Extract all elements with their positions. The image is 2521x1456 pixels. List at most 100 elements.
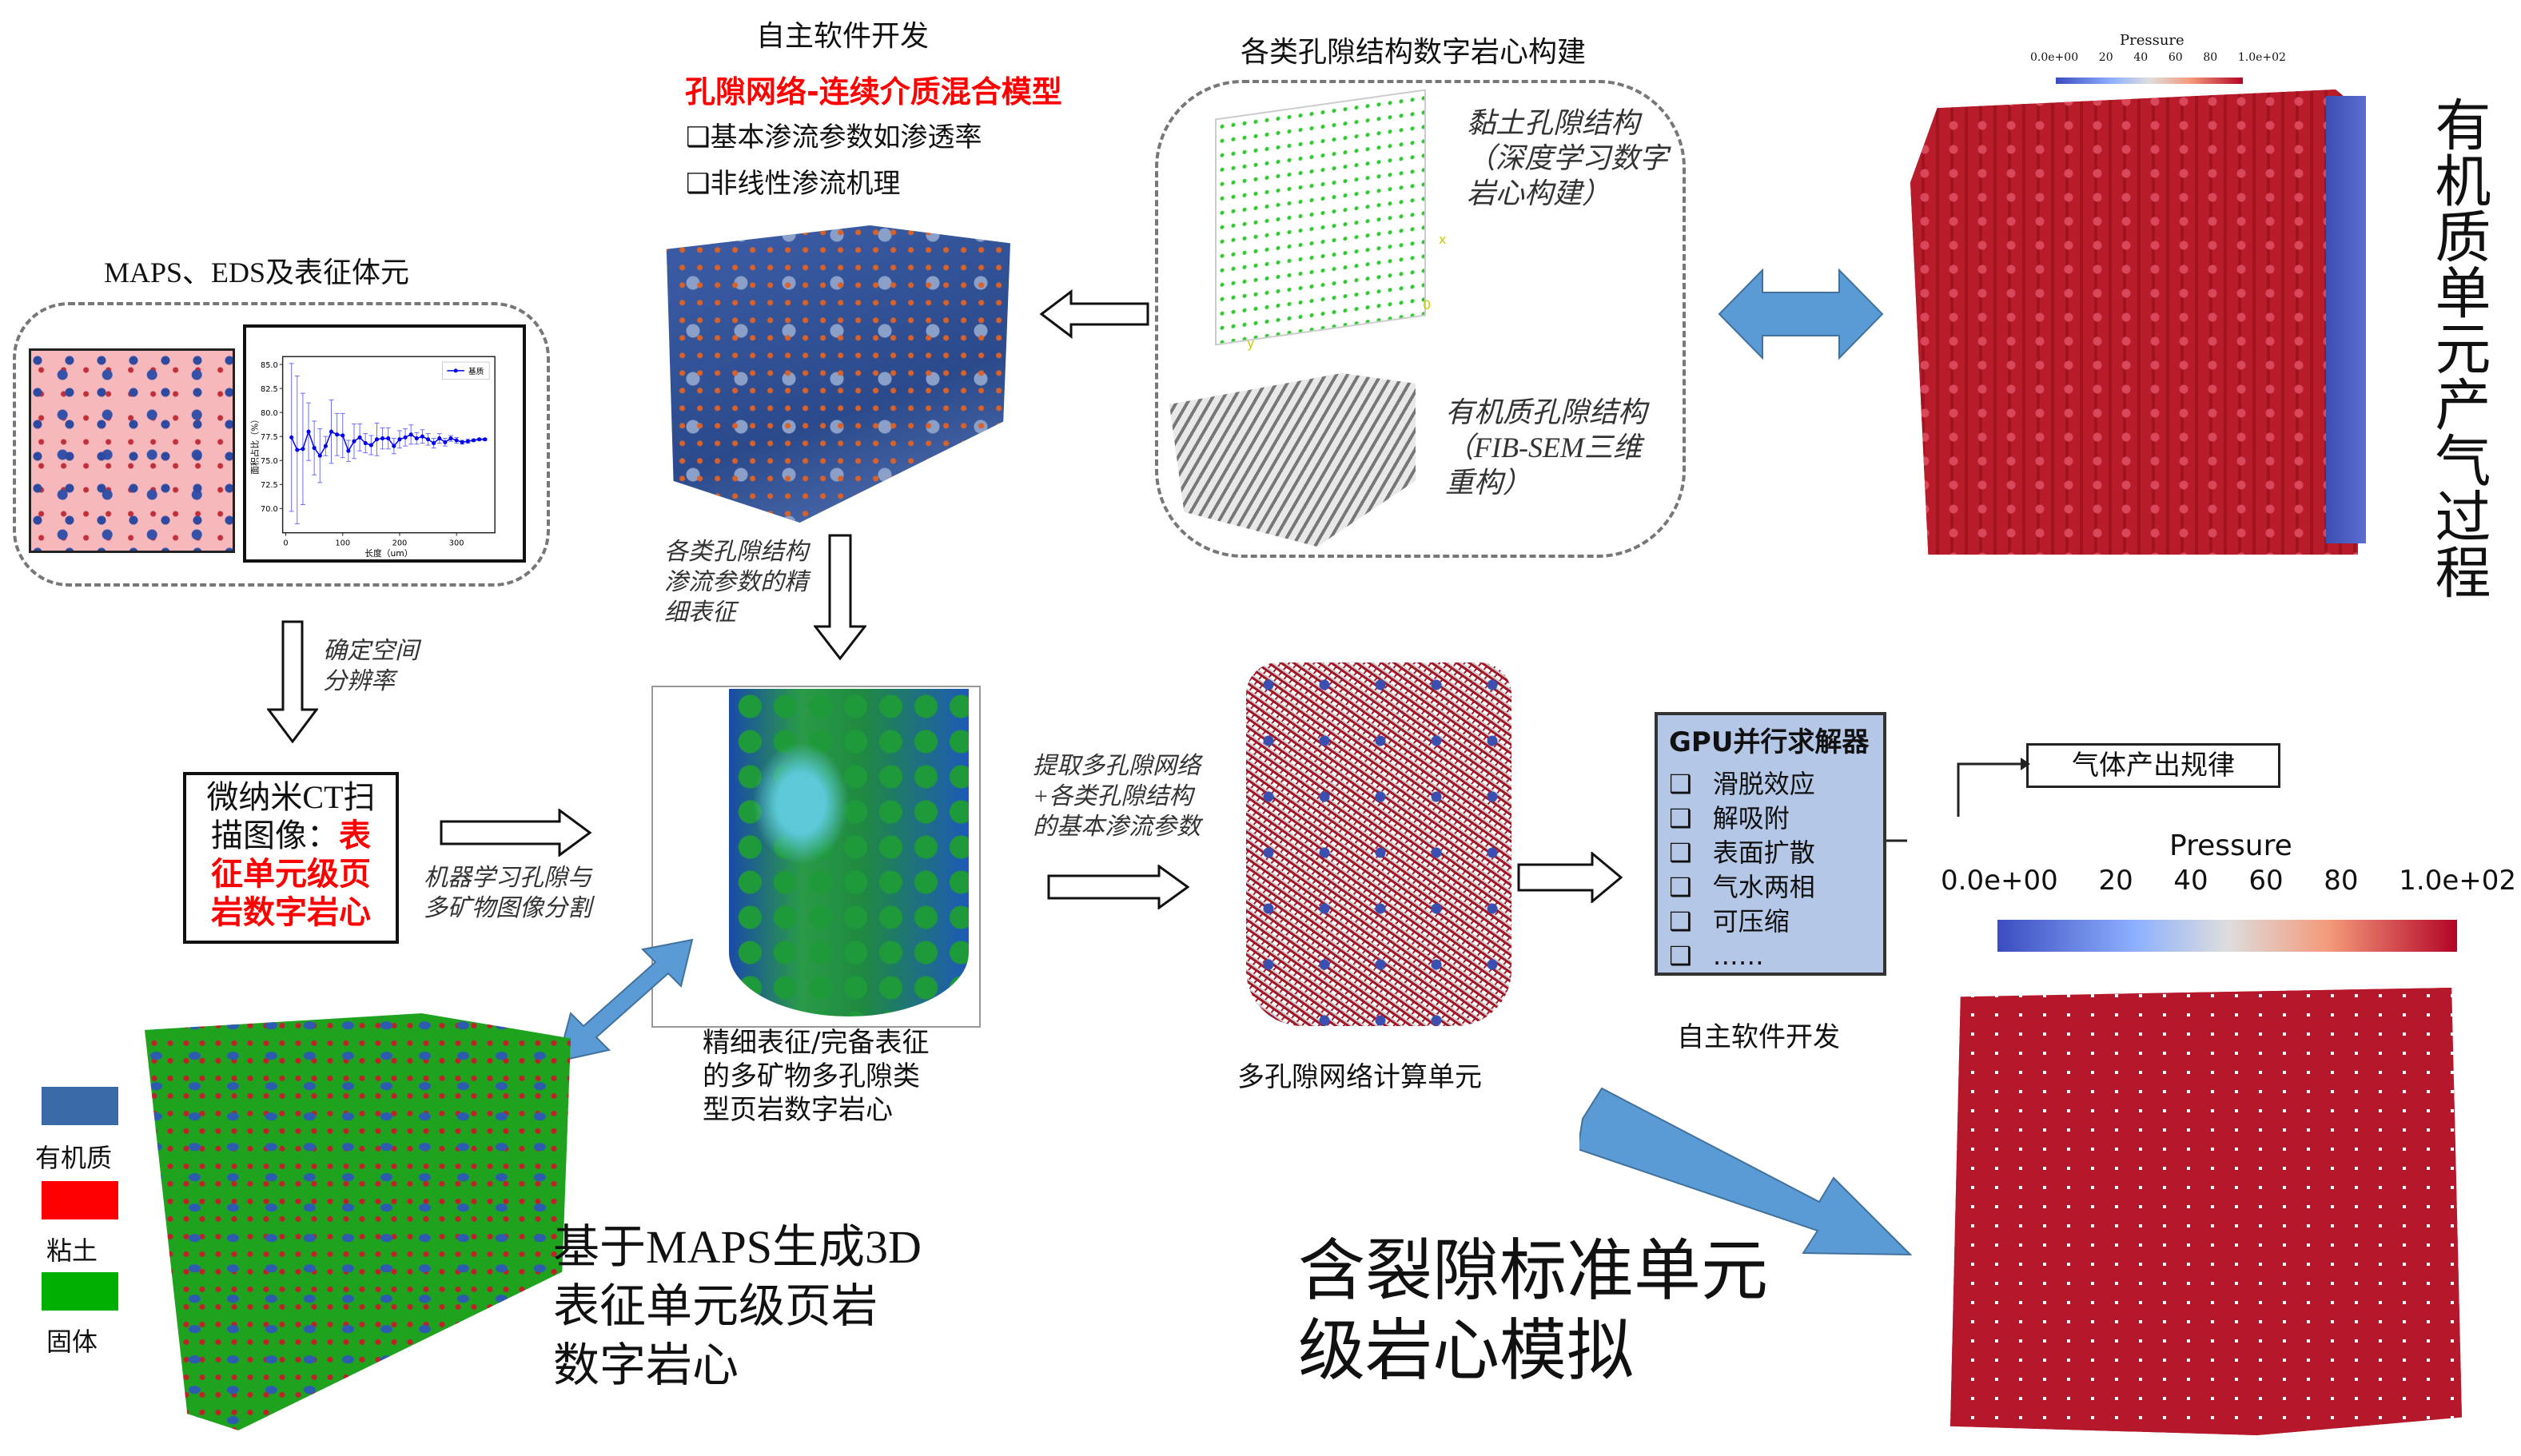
data-point [346,448,351,453]
legend-box [442,361,490,380]
maps-3d-caption-line: 表征单元级页岩 [553,1280,878,1332]
gpu-item-label: 可压缩 [1712,906,1790,937]
legend-label-clay: 粘土 [46,1235,98,1266]
cylinder-bounding-box [651,686,981,1028]
tick-label: 40 [2173,865,2208,897]
maps-3d-caption-line: 基于MAPS生成3D [553,1221,922,1273]
resolution-label-line: 分辨率 [323,668,395,694]
tick-label: 40 [2133,51,2149,64]
cylinder-caption-line: 精细表征/完备表征 [703,1027,930,1059]
maps-3d-cube [145,1013,571,1430]
extract-label-line: +各类孔隙结构 [1033,783,1193,810]
extract-label: 提取多孔隙网络 +各类孔隙结构 的基本渗流参数 [1033,751,1201,842]
multimineral-cylinder [729,689,969,1016]
bullet-text: 基本渗流参数如渗透率 [710,121,982,153]
ml-label: 机器学习孔隙与 多矿物图像分割 [424,863,591,924]
clay-pore-label: 黏土孔隙结构 （深度学习数字 岩心构建） [1467,105,1668,211]
organic-gas-cube [1910,90,2358,555]
pressure-top-colorbar [2056,78,2243,84]
tick-label: 0.0e+00 [2030,51,2079,64]
data-point [335,432,340,437]
legend-label: 基质 [468,366,484,376]
gpu-item-label: 表面扩散 [1712,837,1815,868]
data-point [454,438,459,443]
pressure-bottom-colorbar [1997,920,2457,952]
legend-label-organic: 有机质 [35,1143,113,1173]
x-tick-label: 200 [392,539,408,547]
data-point [414,436,419,441]
organic-label-line: 重构） [1445,467,1532,499]
ct-scan-box: 微纳米CT扫 描图像：表 征单元级页 岩数字岩心 [183,772,399,944]
clay-pore-wireframe [1215,89,1426,346]
checkbox-icon: ❑ [1669,941,1692,971]
data-point [443,440,448,444]
checkbox-icon: ❑ [686,168,711,200]
gpu-item-label: …… [1712,941,1764,971]
maps-3d-caption: 基于MAPS生成3D 表征单元级页岩 数字岩心 [553,1218,922,1395]
legend-marker [453,368,458,373]
data-point [425,437,431,442]
checkbox-icon: ❑ [1669,906,1692,937]
extract-label-line: 的基本渗流参数 [1033,814,1201,840]
data-point [448,436,453,441]
organic-process-label: 有机质单元产气过程 [2426,96,2491,599]
y-tick-label: 82.5 [261,385,278,394]
clay-label-line: （深度学习数字 [1467,142,1669,174]
checkbox-icon: ❑ [1669,769,1692,799]
data-point [420,434,424,439]
cylinder-caption: 精细表征/完备表征 的多矿物多孔隙类 型页岩数字岩心 [703,1026,929,1127]
gpu-solver-title: GPU并行求解器 [1669,726,1870,758]
tick-label: 1.0e+02 [2399,865,2516,897]
gpu-caption: 自主软件开发 [1677,1021,1840,1053]
double-arrow-horizontal [1718,269,1884,360]
data-point [341,433,345,438]
gpu-solver-item: ❑滑脱效应 [1669,767,1872,802]
fracture-caption-line: 含裂隙标准单元 [1298,1231,1769,1310]
fine-char-label-line: 各类孔隙结构 [664,539,808,565]
data-point [317,453,322,458]
legend-label-solid: 固体 [46,1327,98,1357]
tick-label: 0.0e+00 [1941,865,2058,897]
data-point [392,444,396,448]
right-arrow-extract [1047,865,1189,909]
data-point [397,437,402,442]
network-caption: 多孔隙网络计算单元 [1237,1061,1482,1093]
legend-swatch-clay [42,1181,118,1219]
data-point [471,438,476,443]
data-point [465,439,470,444]
tick-label: 1.0e+02 [2237,51,2286,64]
down-arrow-resolution [267,620,318,743]
organic-label-line: （FIB-SEM三维 [1445,432,1642,463]
data-point [289,435,294,440]
software-bullet: ❑基本渗流参数如渗透率 [686,115,982,154]
tick-label: 20 [2098,51,2113,64]
pressure-bottom-title: Pressure [2169,829,2292,862]
data-point [386,436,391,441]
data-point [477,437,482,442]
hybrid-model-cube [666,225,1010,523]
gas-law-box: 气体产出规律 [2026,743,2280,788]
y-tick-label: 80.0 [261,409,278,418]
data-point [432,441,436,446]
tick-label: 20 [2098,865,2133,897]
data-point [483,437,488,442]
software-bullet: ❑非线性渗流机理 [686,161,900,201]
checkbox-icon: ❑ [1669,837,1692,868]
fracture-caption-line: 级岩心模拟 [1298,1311,1635,1390]
data-point [437,436,442,441]
hybrid-model-title: 孔隙网络-连续介质混合模型 [685,74,1062,109]
y-tick-label: 75.0 [261,457,278,466]
data-point [306,429,311,434]
organic-cube-side [2326,96,2366,543]
left-arrow-to-model [1039,289,1149,339]
pressure-bottom-ticks: 0.0e+00 20 40 60 80 1.0e+02 [1941,865,2516,897]
legend-swatch-organic [42,1087,118,1125]
cylinder-caption-line: 型页岩数字岩心 [703,1094,893,1126]
checkbox-icon: ❑ [1669,872,1692,902]
maps-dashed-panel [13,302,550,587]
y-tick-label: 70.0 [261,505,278,514]
data-point [380,436,385,441]
x-tick-label: 0 [283,539,288,547]
data-point [357,435,362,440]
data-point [329,429,334,434]
